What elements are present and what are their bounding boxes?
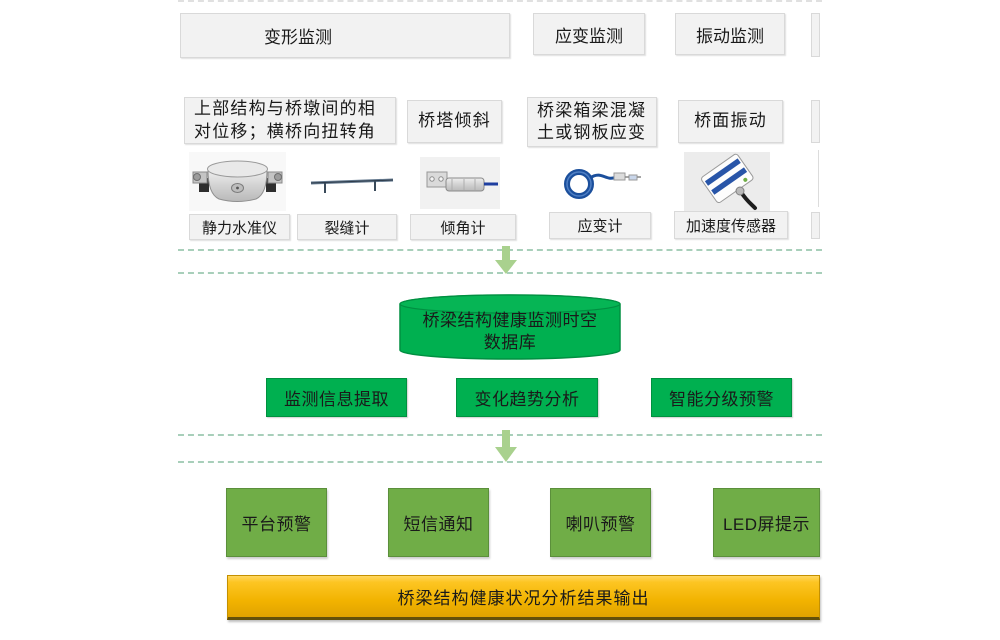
category-header-vibration: 振动监测 — [675, 13, 785, 55]
target-box-deck-vibration: 桥面振动 — [678, 100, 783, 143]
category-header-strain: 应变监测 — [533, 13, 645, 55]
output-label: 桥梁结构健康状况分析结果输出 — [397, 589, 650, 608]
target-label: 桥面振动 — [694, 111, 767, 131]
analysis-label: 变化趋势分析 — [474, 390, 580, 409]
target-label: 上部结构与桥墩间的相对位移；横桥向扭转角 — [194, 99, 376, 141]
accelerometer-icon — [701, 153, 757, 210]
dashed-divider — [178, 434, 822, 436]
clipped-sensor-label — [811, 212, 820, 239]
dashed-divider — [178, 461, 822, 463]
inclinometer-icon — [426, 171, 498, 192]
target-box-tower-tilt: 桥塔倾斜 — [407, 100, 502, 143]
target-box-girder-strain: 桥梁箱梁混凝土或钢板应变 — [527, 97, 657, 147]
target-label: 桥塔倾斜 — [418, 111, 491, 131]
analysis-label: 智能分级预警 — [669, 390, 774, 409]
top-clipped-dashed-border — [178, 0, 822, 2]
down-arrow-icon — [495, 246, 517, 274]
inclinometer-photo — [420, 157, 500, 209]
alert-box-platform-warning: 平台预警 — [226, 488, 327, 557]
dashed-divider — [178, 272, 822, 274]
analysis-box-smart-warning: 智能分级预警 — [651, 378, 792, 417]
spatiotemporal-database-cylinder: 桥梁结构健康监测时空数据库 — [398, 292, 622, 362]
sensor-label-inclinometer: 倾角计 — [410, 214, 516, 240]
category-label: 应变监测 — [555, 26, 623, 46]
sensor-name: 裂缝计 — [324, 219, 370, 237]
database-cylinder-icon — [399, 294, 621, 360]
analysis-label: 监测信息提取 — [284, 390, 389, 409]
accelerometer-photo — [684, 152, 770, 211]
analysis-box-info-extraction: 监测信息提取 — [266, 378, 407, 417]
category-header-deformation: 变形监测 — [180, 13, 510, 58]
target-box-pier-displacement: 上部结构与桥墩间的相对位移；横桥向扭转角 — [184, 97, 396, 144]
alert-label: 喇叭预警 — [565, 515, 636, 534]
down-arrow-icon — [495, 430, 517, 462]
dashed-divider — [178, 249, 822, 251]
clipped-category-header — [811, 13, 820, 57]
alert-box-horn-warning: 喇叭预警 — [550, 488, 651, 557]
alert-label: 短信通知 — [403, 515, 474, 534]
clipped-photo-edge — [818, 150, 819, 207]
alert-box-sms-notify: 短信通知 — [388, 488, 489, 557]
sensor-name: 倾角计 — [440, 219, 486, 237]
sensor-name: 加速度传感器 — [685, 217, 776, 235]
result-output-bar: 桥梁结构健康状况分析结果输出 — [227, 575, 820, 620]
sensor-name: 静力水准仪 — [201, 219, 277, 237]
sensor-label-accelerometer: 加速度传感器 — [674, 211, 788, 239]
alert-label: LED屏提示 — [722, 515, 811, 534]
sensor-label-crack-meter: 裂缝计 — [297, 214, 397, 240]
static-level-gauge-icon — [192, 160, 283, 202]
crack-meter-photo — [303, 160, 400, 205]
crack-meter-icon — [310, 178, 394, 193]
clipped-target-box — [811, 100, 820, 143]
strain-gauge-icon — [564, 169, 641, 199]
sensor-name: 应变计 — [577, 218, 623, 235]
sensor-label-static-level: 静力水准仪 — [189, 214, 290, 240]
static-level-gauge-photo — [189, 152, 286, 211]
category-label: 振动监测 — [696, 26, 764, 46]
analysis-box-trend-analysis: 变化趋势分析 — [456, 378, 598, 417]
category-label: 变形监测 — [264, 28, 332, 47]
alert-label: 平台预警 — [241, 515, 312, 534]
target-label: 桥梁箱梁混凝土或钢板应变 — [537, 100, 647, 142]
strain-gauge-photo — [554, 160, 642, 204]
database-label: 桥梁结构健康监测时空数据库 — [422, 310, 598, 352]
sensor-label-strain-gauge: 应变计 — [549, 212, 651, 239]
alert-box-led-display: LED屏提示 — [713, 488, 820, 557]
